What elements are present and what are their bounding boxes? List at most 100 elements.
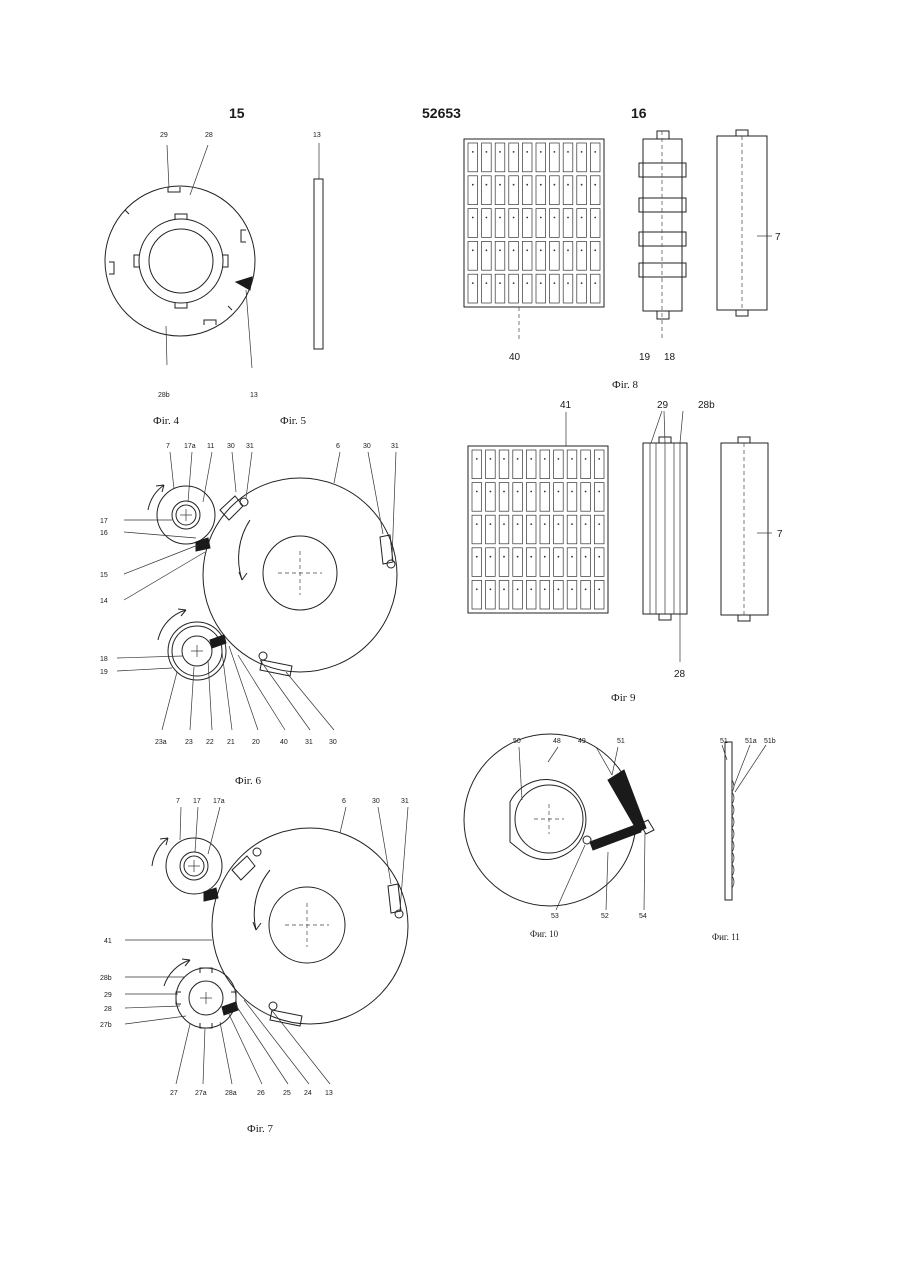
fig7-label-28: 28 — [104, 1006, 112, 1013]
fig8-caption: Фіг. 8 — [612, 379, 639, 391]
fig9-label-28: 28 — [674, 669, 686, 680]
fig8-grid-cell — [563, 143, 573, 172]
fig9-grid-cell-mark — [476, 523, 478, 525]
fig9-grid-cell-mark — [598, 458, 600, 460]
fig9-grid-cell — [567, 483, 577, 512]
fig8-grid-cell-mark — [499, 151, 501, 153]
fig7-label-27b: 27b — [100, 1022, 112, 1029]
fig8-grid-cell-mark — [472, 282, 474, 284]
fig8-grid-cell — [495, 176, 505, 205]
fig8-grid-cell — [563, 209, 573, 238]
fig8-grid-cell — [495, 241, 505, 270]
fig9-grid-cell-mark — [571, 556, 573, 558]
fig7-label-24: 24 — [304, 1090, 312, 1097]
fig8-grid-cell-mark — [486, 184, 488, 186]
fig8-grid-cell — [509, 241, 519, 270]
fig9-grid-cell — [499, 483, 509, 512]
fig6-drawing — [117, 452, 397, 730]
fig8-grid-cell — [550, 209, 560, 238]
fig8-grid-cell — [482, 274, 492, 303]
fig8-grid-cell-mark — [499, 184, 501, 186]
fig9-grid-cell-mark — [598, 556, 600, 558]
fig9-grid-cell-mark — [503, 556, 505, 558]
fig9-grid-cell-mark — [517, 556, 519, 558]
fig6-label-30: 30 — [227, 443, 235, 450]
fig6-label-31c: 31 — [305, 739, 313, 746]
fig8-grid-cell — [577, 176, 587, 205]
fig7-label-27: 27 — [170, 1090, 178, 1097]
fig9-grid-cell — [513, 548, 523, 577]
fig6-label-7: 7 — [166, 443, 170, 450]
fig9-grid-cell-mark — [530, 556, 532, 558]
fig8-grid-cell-mark — [526, 282, 528, 284]
fig9-grid-cell — [526, 580, 536, 609]
fig8-grid-cell-mark — [594, 184, 596, 186]
fig7-label-25: 25 — [283, 1090, 291, 1097]
fig9-grid-cell — [594, 483, 604, 512]
fig9-grid-cell-mark — [585, 523, 587, 525]
fig8-grid-cell-mark — [526, 151, 528, 153]
fig7-label-6: 6 — [342, 798, 346, 805]
fig7-label-26: 26 — [257, 1090, 265, 1097]
fig9-grid-cell — [594, 450, 604, 479]
fig7-caption: Фіг. 7 — [247, 1123, 274, 1135]
fig9-grid-cell — [486, 548, 496, 577]
fig9-grid-cell-mark — [503, 588, 505, 590]
fig9-grid-cell — [472, 548, 482, 577]
fig9-grid-cell — [472, 450, 482, 479]
fig9-grid-cell-mark — [585, 491, 587, 493]
fig9-grid-cell-mark — [530, 491, 532, 493]
fig9-grid-cell-mark — [530, 588, 532, 590]
fig9-grid-cell — [499, 515, 509, 544]
fig11-caption: Фиг. 11 — [712, 932, 740, 942]
fig8-grid-cell — [590, 241, 600, 270]
fig9-grid-cell-mark — [490, 523, 492, 525]
fig9-grid-cell-mark — [585, 556, 587, 558]
fig8-grid-cell — [495, 143, 505, 172]
fig6-label-40: 40 — [280, 739, 288, 746]
fig9-label-29: 29 — [657, 400, 669, 411]
fig7-label-29: 29 — [104, 992, 112, 999]
fig9-label-7: 7 — [777, 529, 783, 540]
fig8-grid-cell — [468, 143, 478, 172]
fig9-grid-cell-mark — [585, 458, 587, 460]
fig10-label-54: 54 — [639, 913, 647, 920]
fig8-grid-cell — [522, 176, 532, 205]
fig8-grid-cell-mark — [540, 184, 542, 186]
fig8-grid-cell — [536, 143, 546, 172]
fig9-grid-cell-mark — [571, 588, 573, 590]
fig10-label-49: 49 — [578, 738, 586, 745]
fig9-grid-cell-mark — [517, 458, 519, 460]
fig8-grid-cell — [522, 143, 532, 172]
fig8-grid-cell — [536, 274, 546, 303]
fig10-label-52: 52 — [601, 913, 609, 920]
fig9-grid-cell-mark — [571, 523, 573, 525]
fig9-grid-cell — [526, 483, 536, 512]
fig9-grid-cell — [472, 515, 482, 544]
fig8-grid-cell-mark — [472, 184, 474, 186]
fig8-grid-cell — [495, 274, 505, 303]
fig9-grid-cell-mark — [530, 523, 532, 525]
fig9-grid-cell-mark — [503, 458, 505, 460]
fig8-grid-cell — [536, 241, 546, 270]
fig4-caption: Фіг. 4 — [153, 415, 180, 427]
fig9-grid-cell — [513, 483, 523, 512]
fig9-grid-cell-mark — [544, 523, 546, 525]
fig9-grid-cell — [581, 483, 591, 512]
fig9-grid-cell-mark — [585, 588, 587, 590]
fig9-grid-cell — [472, 580, 482, 609]
fig9-grid-cell-mark — [558, 556, 560, 558]
fig9-grid-cell-mark — [530, 458, 532, 460]
fig9-grid-cell-mark — [558, 491, 560, 493]
fig8-grid-cell — [563, 241, 573, 270]
fig8-grid-cell — [563, 176, 573, 205]
fig9-grid-cell — [567, 548, 577, 577]
fig9-grid-cell — [513, 515, 523, 544]
fig8-grid-cell-mark — [554, 282, 556, 284]
fig7-label-17a: 17a — [213, 798, 225, 805]
fig5-label-13: 13 — [313, 132, 321, 139]
fig8-grid-cell — [482, 176, 492, 205]
fig8-grid-cell-mark — [526, 217, 528, 219]
fig8-label-19: 19 — [639, 352, 651, 363]
fig8-grid-cell — [550, 241, 560, 270]
